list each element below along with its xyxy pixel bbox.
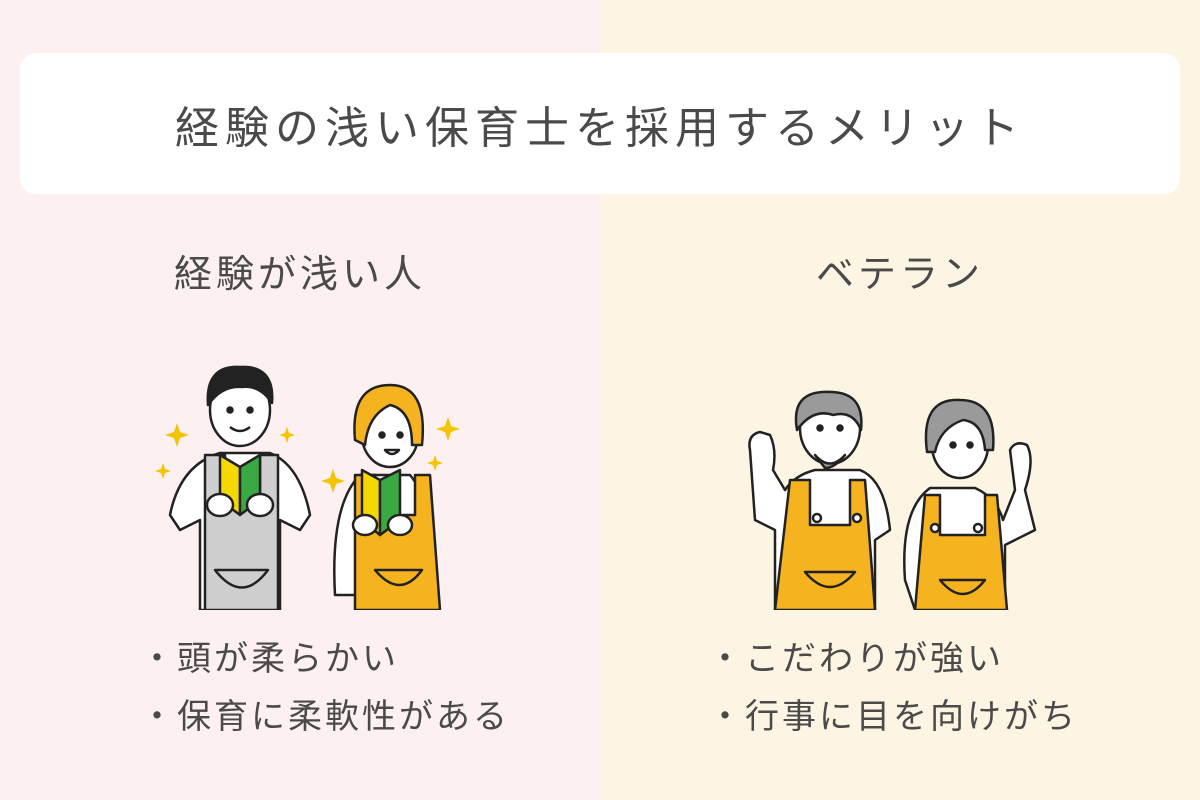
right-heading: ベテラン [815, 252, 984, 296]
point-item: 保育に柔軟性がある [140, 688, 510, 746]
left-heading: 経験が浅い人 [173, 252, 426, 296]
right-points: こだわりが強い 行事に目を向けがち [708, 630, 1078, 746]
veteran-caregivers-illustration [748, 390, 1037, 610]
sparkle-icon [155, 417, 460, 493]
title-card: 経験の浅い保育士を採用するメリット [20, 53, 1180, 194]
point-item: 頭が柔らかい [140, 630, 510, 688]
left-points: 頭が柔らかい 保育に柔軟性がある [140, 630, 510, 746]
point-item: 行事に目を向けがち [708, 688, 1078, 746]
page-title: 経験の浅い保育士を採用するメリット [175, 102, 1025, 154]
point-item: こだわりが強い [708, 630, 1078, 688]
young-caregivers-illustration [155, 365, 460, 610]
